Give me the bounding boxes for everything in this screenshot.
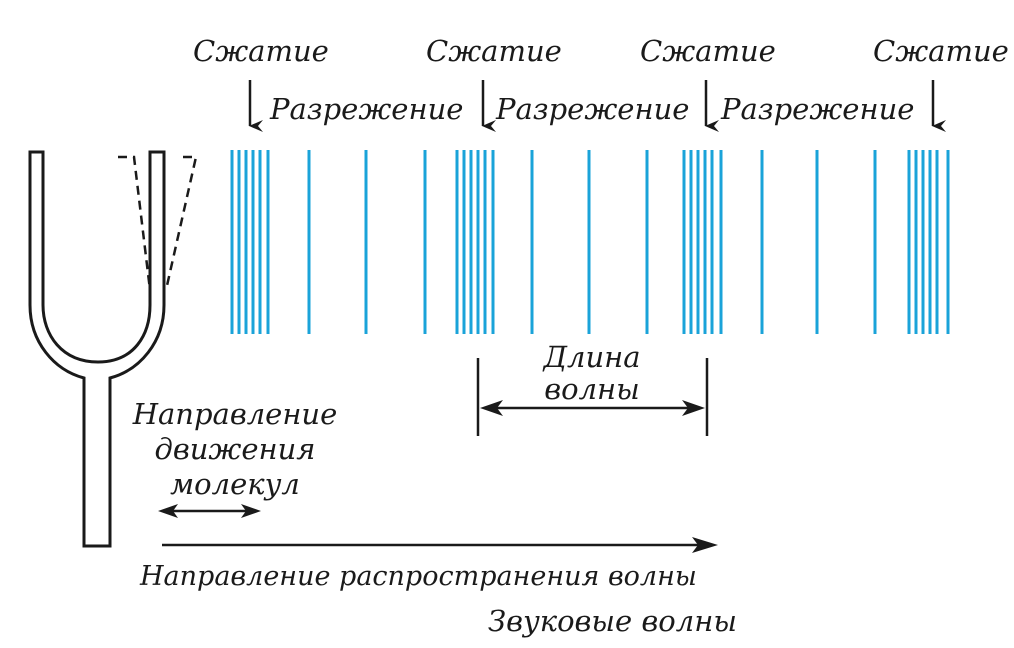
tuning-fork-outline bbox=[28, 150, 166, 548]
molecule-motion-label-line-2: движения bbox=[154, 432, 316, 466]
rarefaction-label-2: Разрежение bbox=[496, 92, 690, 126]
molecule-motion-label-line-3: молекул bbox=[170, 467, 300, 501]
wavelength-dimension bbox=[476, 358, 709, 436]
wavelength-arrowhead-right bbox=[682, 400, 705, 416]
wavelength-label-line-1: Длина bbox=[543, 340, 641, 374]
wave-lines bbox=[230, 150, 950, 334]
rarefaction-label-1: Разрежение bbox=[270, 92, 464, 126]
compression-label-3: Сжатие bbox=[640, 34, 776, 68]
wavelength-arrowhead-left bbox=[480, 400, 503, 416]
compression-label-2: Сжатие bbox=[426, 34, 562, 68]
wavelength-label-line-2: волны bbox=[544, 372, 640, 406]
molecule-motion-arrow bbox=[158, 504, 261, 518]
prong-displacement-outline bbox=[118, 155, 198, 291]
compression-label-1: Сжатие bbox=[193, 34, 329, 68]
rarefaction-label-3: Разрежение bbox=[721, 92, 915, 126]
compression-label-4: Сжатие bbox=[873, 34, 1009, 68]
figure-caption: Звуковые волны bbox=[488, 604, 737, 638]
propagation-arrow bbox=[162, 537, 718, 553]
tuning-fork bbox=[28, 150, 166, 548]
compression-markers bbox=[248, 80, 946, 132]
propagation-label: Направление распространения волны bbox=[140, 561, 697, 592]
molecule-motion-label-line-1: Направление bbox=[132, 397, 338, 431]
